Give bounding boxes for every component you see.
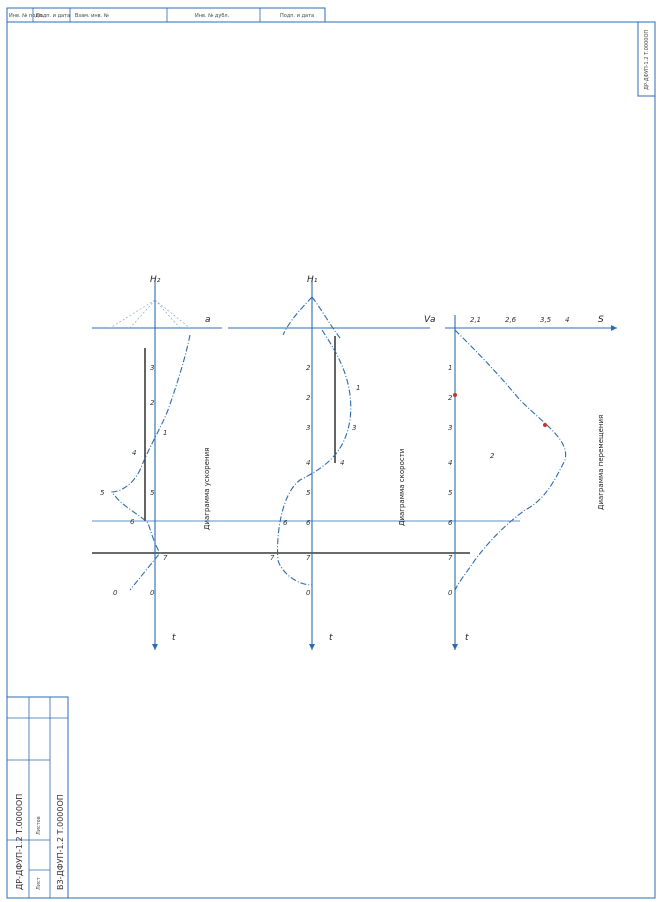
plot3-title: Диаграмма перемещения <box>597 415 605 510</box>
axis-t-label-3: t <box>465 633 469 643</box>
header-strip: Инв. № подл. Подп. и дата Взам. инв. № И… <box>6 7 326 23</box>
svg-text:0: 0 <box>113 589 118 597</box>
axis-t-label-1: t <box>172 633 176 643</box>
svg-text:2: 2 <box>490 452 495 460</box>
svg-text:4: 4 <box>306 459 310 467</box>
header-cell-5: Подп. и дата <box>280 13 314 19</box>
svg-text:6: 6 <box>130 518 135 526</box>
svg-text:2,1: 2,1 <box>470 316 481 324</box>
pole-h2: H₂ <box>150 275 161 285</box>
svg-text:4: 4 <box>565 316 569 324</box>
svg-text:4: 4 <box>340 459 344 467</box>
axis-a-label-3: a <box>430 315 436 325</box>
axis-s-label: S <box>598 315 604 325</box>
svg-text:2: 2 <box>306 364 311 372</box>
svg-text:7: 7 <box>306 554 311 562</box>
svg-text:3: 3 <box>352 424 356 432</box>
plot1-title: Диаграмма ускорения <box>203 448 211 530</box>
axis-a-label: a <box>205 315 211 325</box>
header-cell-2: Подп. и дата <box>36 13 70 19</box>
svg-text:7: 7 <box>163 554 168 562</box>
svg-text:3: 3 <box>306 424 310 432</box>
svg-text:4: 4 <box>132 449 136 457</box>
svg-text:1: 1 <box>448 364 452 372</box>
svg-text:6: 6 <box>306 519 311 527</box>
svg-text:6: 6 <box>448 519 453 527</box>
title-block: ВЗ-ДФУП-1.2 Т.0000ОП ДР-ДФУП-1.2 Т.0000О… <box>6 696 69 899</box>
header-cell-3: Взам. инв. № <box>75 13 110 19</box>
svg-text:1: 1 <box>163 429 167 437</box>
svg-text:5: 5 <box>150 489 155 497</box>
svg-text:3: 3 <box>150 364 154 372</box>
title-block-doc: ДР-ДФУП-1.2 Т.0000ОП <box>15 794 24 890</box>
svg-text:2: 2 <box>448 394 453 402</box>
plot2-title: Диаграмма скорости <box>398 449 406 526</box>
pole-h1: H₁ <box>307 275 318 285</box>
svg-text:2: 2 <box>306 394 311 402</box>
plot-acceleration: H₂ a t Диаграмма ускорения 3 2 1 4 5 5 6… <box>100 275 211 650</box>
svg-text:7: 7 <box>448 554 453 562</box>
svg-text:5: 5 <box>100 489 105 497</box>
plot-displacement: a S t Диаграмма перемещения 2,1 2,6 3,5 … <box>430 315 605 650</box>
sheet-frame <box>6 21 656 899</box>
svg-text:5: 5 <box>448 489 453 497</box>
axis-t-label-2: t <box>329 633 333 643</box>
svg-text:2: 2 <box>150 399 155 407</box>
plot-velocity: H₁ V t Диаграмма скорости 2 2 3 4 5 6 6 … <box>270 275 431 650</box>
svg-text:3: 3 <box>448 424 452 432</box>
svg-text:0: 0 <box>306 589 311 597</box>
axis-v-label: V <box>424 315 431 325</box>
svg-text:0: 0 <box>448 589 453 597</box>
axis-s-arrow <box>611 325 617 331</box>
svg-text:0: 0 <box>150 589 155 597</box>
svg-text:5: 5 <box>306 489 311 497</box>
svg-text:6: 6 <box>283 519 288 527</box>
title-block-sheets: Листов <box>36 816 42 835</box>
header-cell-4: Инв. № дубл. <box>195 13 230 19</box>
title-block-code: ВЗ-ДФУП-1.2 Т.0000ОП <box>56 794 65 890</box>
svg-text:2,6: 2,6 <box>505 316 517 324</box>
header-cell-1: Инв. № подл. <box>9 13 44 19</box>
svg-text:4: 4 <box>448 459 452 467</box>
svg-text:3,5: 3,5 <box>540 316 552 324</box>
svg-text:7: 7 <box>270 554 275 562</box>
corner-stamp-text: ДР-ДФУП-1.2 Т.0000ОП <box>644 30 650 90</box>
corner-stamp: ДР-ДФУП-1.2 Т.0000ОП <box>637 21 656 97</box>
title-block-sheet: Лист <box>36 877 42 890</box>
svg-text:1: 1 <box>356 384 360 392</box>
